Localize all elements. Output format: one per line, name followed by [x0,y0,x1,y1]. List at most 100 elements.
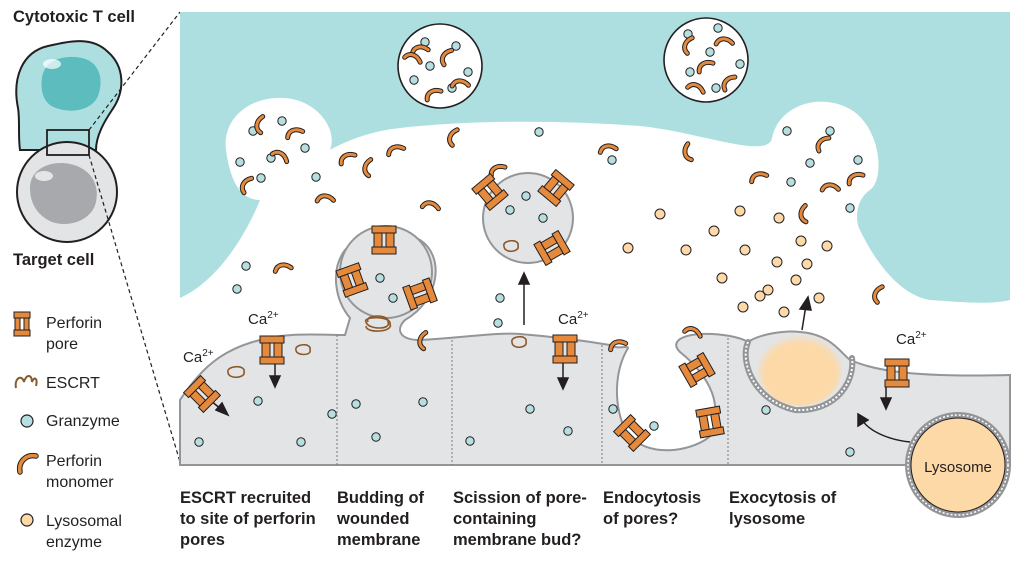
perforin-monomer [314,193,336,204]
legend-lysosomal-enzyme-icon [20,513,34,527]
perforin-monomer [362,157,374,179]
perforin-monomer [488,163,508,179]
granzyme [538,213,548,223]
perforin-monomer [269,149,290,165]
granzyme [713,23,723,33]
perforin-pore [471,172,509,212]
legend-lysosomal-enzyme-line2: enzyme [46,534,102,551]
lysosomal-enzyme [771,256,783,268]
perforin-pore [182,374,222,414]
lysosomal-enzyme [737,301,749,313]
perforin-monomer [749,171,770,185]
perforin-monomer [597,143,619,155]
perforin-pore [537,168,575,208]
granzyme [388,293,398,303]
granzyme [232,284,242,294]
granzyme [845,203,855,213]
perforin-monomer [798,203,809,225]
granzyme [705,47,715,57]
perforin-monomer [721,74,738,93]
granzyme [277,116,287,126]
granzyme [825,126,835,136]
granzyme-group [194,23,863,457]
caption-scission: Scission of pore-containing membrane bud… [453,489,587,549]
t-cell-label: Cytotoxic T cell [13,8,135,26]
lysosomal-enzyme [778,306,790,318]
lysosomal-enzyme [680,244,692,256]
perforin-monomer [682,35,695,56]
escrt-coil [227,239,527,379]
legend-perforin-monomer-line1: Perforin [46,453,102,470]
granzyme [300,143,310,153]
granzyme [711,83,721,93]
perforin-monomer [338,151,358,167]
caption-escrt-recruited: ESCRT recruited to site of perforin pore… [180,489,316,549]
caption-budding: Budding of wounded membrane [337,489,425,549]
granzyme [525,404,535,414]
lysosome-label: Lysosome [924,459,992,476]
legend-escrt-icon [14,375,38,389]
perforin-monomer [285,127,306,141]
lysosomal-enzyme [716,272,728,284]
perforin-monomer [872,284,885,305]
lysosomal-enzyme [708,225,720,237]
calcium-label-3: Ca2+ [558,310,589,328]
lysosomal-enzyme-group [622,205,833,318]
perforin-monomer [682,141,694,163]
granzyme [409,75,419,85]
granzyme [296,437,306,447]
calcium-label-1: Ca2+ [248,310,279,328]
granzyme [845,447,855,457]
main-panel: Lysosome Ca2+ Ca2+ Ca2+ Ca2+ [179,12,1011,518]
exocytosis-lysosome [758,334,842,406]
cytotoxic-granule-1 [397,23,483,109]
granzyme [371,432,381,442]
perforin-monomer [417,330,429,352]
cytotoxic-granule-2 [663,17,749,103]
granzyme [521,191,531,201]
lysosomal-enzyme [739,244,751,256]
lysosomal-enzyme [622,242,634,254]
granzyme [607,155,617,165]
perforin-monomer [819,182,841,193]
lysosomal-enzyme [654,208,666,220]
lysosomal-enzyme [762,284,774,296]
legend-perforin-pore-line2: pore [46,336,78,353]
lysosomal-enzyme [813,292,825,304]
granzyme [194,437,204,447]
perforin-monomer [682,326,703,339]
perforin-monomer [409,44,431,56]
perforin-monomer [419,200,441,212]
granzyme [534,127,544,137]
caption-exocytosis: Exocytosis of lysosome [729,489,837,528]
perforin-pore [259,335,285,365]
perforin-monomer [447,127,460,148]
perforin-monomer [272,262,294,274]
legend-perforin-monomer-line2: monomer [46,474,114,491]
granzyme [495,293,505,303]
t-cell-nucleus [41,56,101,111]
perforin-pore [695,405,725,439]
lysosomal-enzyme [754,290,766,302]
perforin-monomer [424,87,444,103]
granzyme [451,41,461,51]
perforin-monomer [846,171,866,187]
perforin-pore [552,334,578,364]
granzyme [608,404,618,414]
granzyme [241,261,251,271]
lysosomal-enzyme [734,205,746,217]
granzyme [735,59,745,69]
calcium-label-2: Ca2+ [183,348,214,366]
perforin-pore [371,225,397,255]
legend-lysosomal-enzyme-line1: Lysosomal [46,513,122,530]
perforin-pore [678,351,716,389]
granzyme [563,426,573,436]
perforin-pore [335,262,369,298]
target-cell-label: Target cell [13,251,94,269]
granzyme [786,177,796,187]
perforin-monomer [696,59,716,75]
granzyme [493,318,503,328]
perforin-pore [612,413,652,453]
lysosomal-enzyme [773,212,785,224]
granzyme [425,61,435,71]
